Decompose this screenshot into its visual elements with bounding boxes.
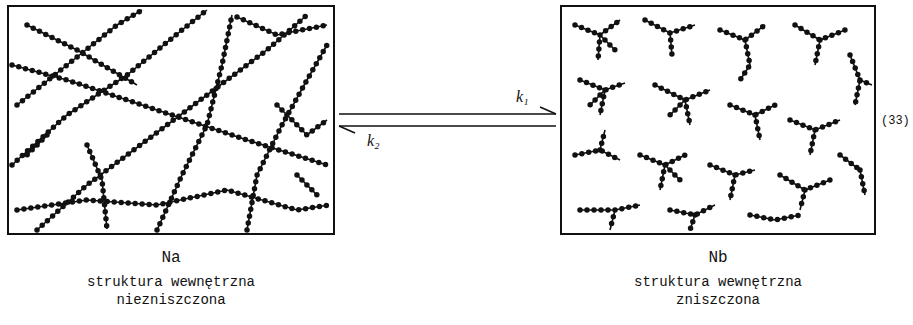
polymer-fragments — [560, 5, 876, 235]
state-caption: struktura wewnętrzna niezniszczona — [71, 273, 271, 309]
reaction-arrow — [339, 126, 556, 133]
state-symbol: Nb — [542, 249, 894, 267]
reaction-arrow — [339, 107, 556, 114]
state-box: Nbstruktura wewnętrzna zniszczona — [560, 5, 876, 235]
state-box: Nastruktura wewnętrzna niezniszczona — [7, 5, 335, 235]
polymer-network — [7, 5, 335, 235]
state-caption: struktura wewnętrzna zniszczona — [618, 273, 818, 309]
rate-constant: k₁ — [516, 88, 529, 106]
rate-constant: k₂ — [367, 132, 380, 150]
state-symbol: Na — [0, 249, 353, 267]
caption-group: Nb struktura wewnętrzna zniszczona — [542, 249, 894, 309]
caption-group: Na struktura wewnętrzna niezniszczona — [0, 249, 353, 309]
equation-number: (33) — [881, 114, 910, 128]
